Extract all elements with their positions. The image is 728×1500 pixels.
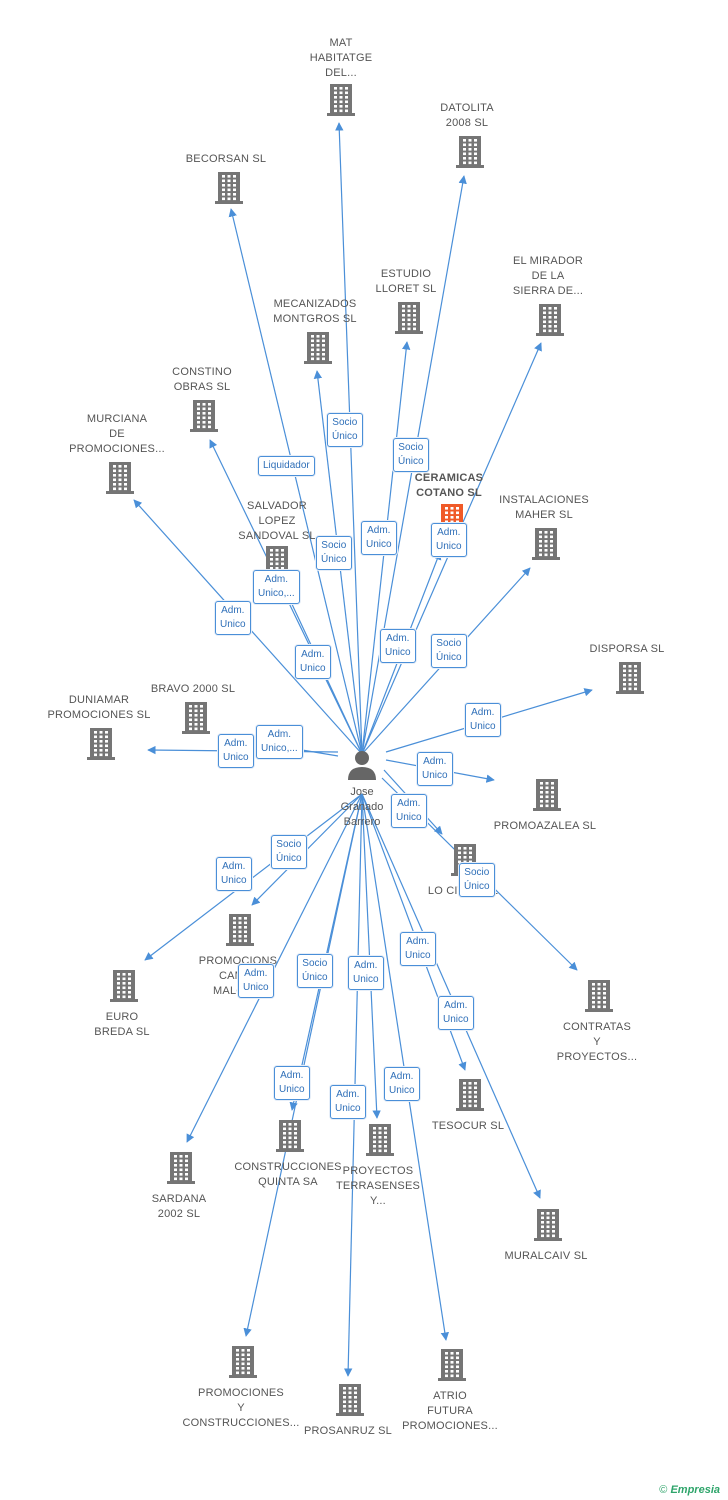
relation-label-mat[interactable]: Adm. Unico xyxy=(361,521,397,555)
relation-label-mirador[interactable]: Adm. Unico xyxy=(380,629,416,663)
company-label-bravo[interactable]: BRAVO 2000 SL xyxy=(150,683,236,695)
building-icon-constino[interactable] xyxy=(190,400,218,432)
relation-label-disporsa[interactable]: Adm. Unico xyxy=(465,703,501,737)
relation-label-locita[interactable]: Adm. Unico xyxy=(391,794,427,828)
relation-label-sardana[interactable]: Adm. Unico xyxy=(238,964,274,998)
building-icon-sardana[interactable] xyxy=(167,1152,195,1184)
edge-euro xyxy=(144,793,363,961)
building-icon-muralcaiv[interactable] xyxy=(534,1209,562,1241)
company-label-disporsa[interactable]: DISPORSA SL xyxy=(589,643,665,655)
company-label-proyectos[interactable]: PROYECTOS TERRASENSES Y... xyxy=(335,1165,421,1207)
edge-promocions xyxy=(251,793,363,906)
company-label-duniamar[interactable]: DUNIAMAR PROMOCIONES SL xyxy=(47,694,151,721)
building-icon-mirador[interactable] xyxy=(536,304,564,336)
relation-label-mecanizados[interactable]: Socio Único xyxy=(327,413,363,447)
building-icon-disporsa[interactable] xyxy=(616,662,644,694)
building-icon-contratas[interactable] xyxy=(585,980,613,1012)
company-label-mat[interactable]: MAT HABITATGE DEL... xyxy=(309,37,373,79)
company-label-datolita[interactable]: DATOLITA 2008 SL xyxy=(440,102,494,129)
person-name[interactable]: Jose Granado Barrero xyxy=(340,786,384,828)
relation-label-ceramicas[interactable]: Adm. Unico xyxy=(431,523,467,557)
building-icon-euro[interactable] xyxy=(110,970,138,1002)
building-icon-bravo[interactable] xyxy=(182,702,210,734)
company-label-becorsan[interactable]: BECORSAN SL xyxy=(185,153,267,165)
company-label-ceramicas[interactable]: CERAMICAS COTANO SL xyxy=(414,472,484,499)
company-label-estudio[interactable]: ESTUDIO LLORET SL xyxy=(375,268,437,295)
building-icon-becorsan[interactable] xyxy=(215,172,243,204)
relation-label-proyectos[interactable]: Adm. Unico xyxy=(348,956,384,990)
relation-label-atrio[interactable]: Adm. Unico xyxy=(384,1067,420,1101)
relation-label-tesocur[interactable]: Adm. Unico xyxy=(400,932,436,966)
footer-brand: © Empresia xyxy=(659,1484,720,1496)
relation-label-construcciones[interactable]: Socio Único xyxy=(297,954,333,988)
relation-label-salvador[interactable]: Adm. Unico,... xyxy=(253,570,300,604)
company-label-mirador[interactable]: EL MIRADOR DE LA SIERRA DE... xyxy=(512,255,584,297)
building-icon-proyectos[interactable] xyxy=(366,1124,394,1156)
building-icon-instalaciones[interactable] xyxy=(532,528,560,560)
copyright-symbol: © xyxy=(659,1484,668,1496)
company-label-prosanruz[interactable]: PROSANRUZ SL xyxy=(304,1425,392,1437)
relation-label-promoazalea[interactable]: Adm. Unico xyxy=(417,752,453,786)
relation-label-bravo[interactable]: Adm. Unico,... xyxy=(256,725,303,759)
company-label-murciana[interactable]: MURCIANA DE PROMOCIONES... xyxy=(69,413,165,455)
relation-label-estudio[interactable]: Socio Único xyxy=(393,438,429,472)
relation-label-becorsan[interactable]: Liquidador xyxy=(258,456,315,476)
relation-label-constino[interactable]: Adm. Unico xyxy=(295,645,331,679)
relation-label-duniamar[interactable]: Adm. Unico xyxy=(218,734,254,768)
relation-label-contratas[interactable]: Socio Único xyxy=(459,863,495,897)
building-icon-duniamar[interactable] xyxy=(87,728,115,760)
company-label-construcciones[interactable]: CONSTRUCCIONES QUINTA SA xyxy=(234,1161,342,1188)
building-icon-datolita[interactable] xyxy=(456,136,484,168)
building-icon-promocions[interactable] xyxy=(226,914,254,946)
building-icon-atrio[interactable] xyxy=(438,1349,466,1381)
company-label-tesocur[interactable]: TESOCUR SL xyxy=(431,1120,505,1132)
company-label-mecanizados[interactable]: MECANIZADOS MONTGROS SL xyxy=(273,298,357,325)
company-label-promoazalea[interactable]: PROMOAZALEA SL xyxy=(493,820,597,832)
edge-sardana xyxy=(186,793,363,1143)
relation-label-prosanruz[interactable]: Adm. Unico xyxy=(330,1085,366,1119)
building-icon-prosanruz[interactable] xyxy=(336,1384,364,1416)
relation-label-datolita[interactable]: Socio Único xyxy=(316,536,352,570)
building-icon-mecanizados[interactable] xyxy=(304,332,332,364)
relation-label-promociones[interactable]: Adm. Unico xyxy=(274,1066,310,1100)
building-icon-promoazalea[interactable] xyxy=(533,779,561,811)
building-icon-murciana[interactable] xyxy=(106,462,134,494)
building-icon-estudio[interactable] xyxy=(395,302,423,334)
company-label-promociones[interactable]: PROMOCIONES Y CONSTRUCCIONES... xyxy=(182,1387,300,1429)
building-icon-tesocur[interactable] xyxy=(456,1079,484,1111)
relation-label-promocions[interactable]: Socio Único xyxy=(271,835,307,869)
company-label-instalaciones[interactable]: INSTALACIONES MAHER SL xyxy=(499,494,589,521)
brand-logo: Empresia xyxy=(670,1484,720,1496)
company-label-salvador[interactable]: SALVADOR LOPEZ SANDOVAL SL xyxy=(238,500,316,542)
person-icon[interactable] xyxy=(348,751,376,780)
company-label-contratas[interactable]: CONTRATAS Y PROYECTOS... xyxy=(556,1021,638,1063)
relation-label-muralcaiv[interactable]: Adm. Unico xyxy=(438,996,474,1030)
company-label-atrio[interactable]: ATRIO FUTURA PROMOCIONES... xyxy=(402,1390,498,1432)
relation-label-murciana[interactable]: Adm. Unico xyxy=(215,601,251,635)
building-icon-promociones[interactable] xyxy=(229,1346,257,1378)
edge-becorsan xyxy=(228,208,363,755)
company-label-sardana[interactable]: SARDANA 2002 SL xyxy=(151,1193,207,1220)
building-icon-construcciones[interactable] xyxy=(276,1120,304,1152)
company-label-muralcaiv[interactable]: MURALCAIV SL xyxy=(504,1250,588,1262)
company-label-constino[interactable]: CONSTINO OBRAS SL xyxy=(172,366,232,393)
building-icon-mat[interactable] xyxy=(327,84,355,116)
edge-promociones xyxy=(243,793,363,1337)
relation-label-euro[interactable]: Adm. Unico xyxy=(216,857,252,891)
company-label-euro[interactable]: EURO BREDA SL xyxy=(94,1011,150,1038)
relation-label-instalaciones[interactable]: Socio Único xyxy=(431,634,467,668)
